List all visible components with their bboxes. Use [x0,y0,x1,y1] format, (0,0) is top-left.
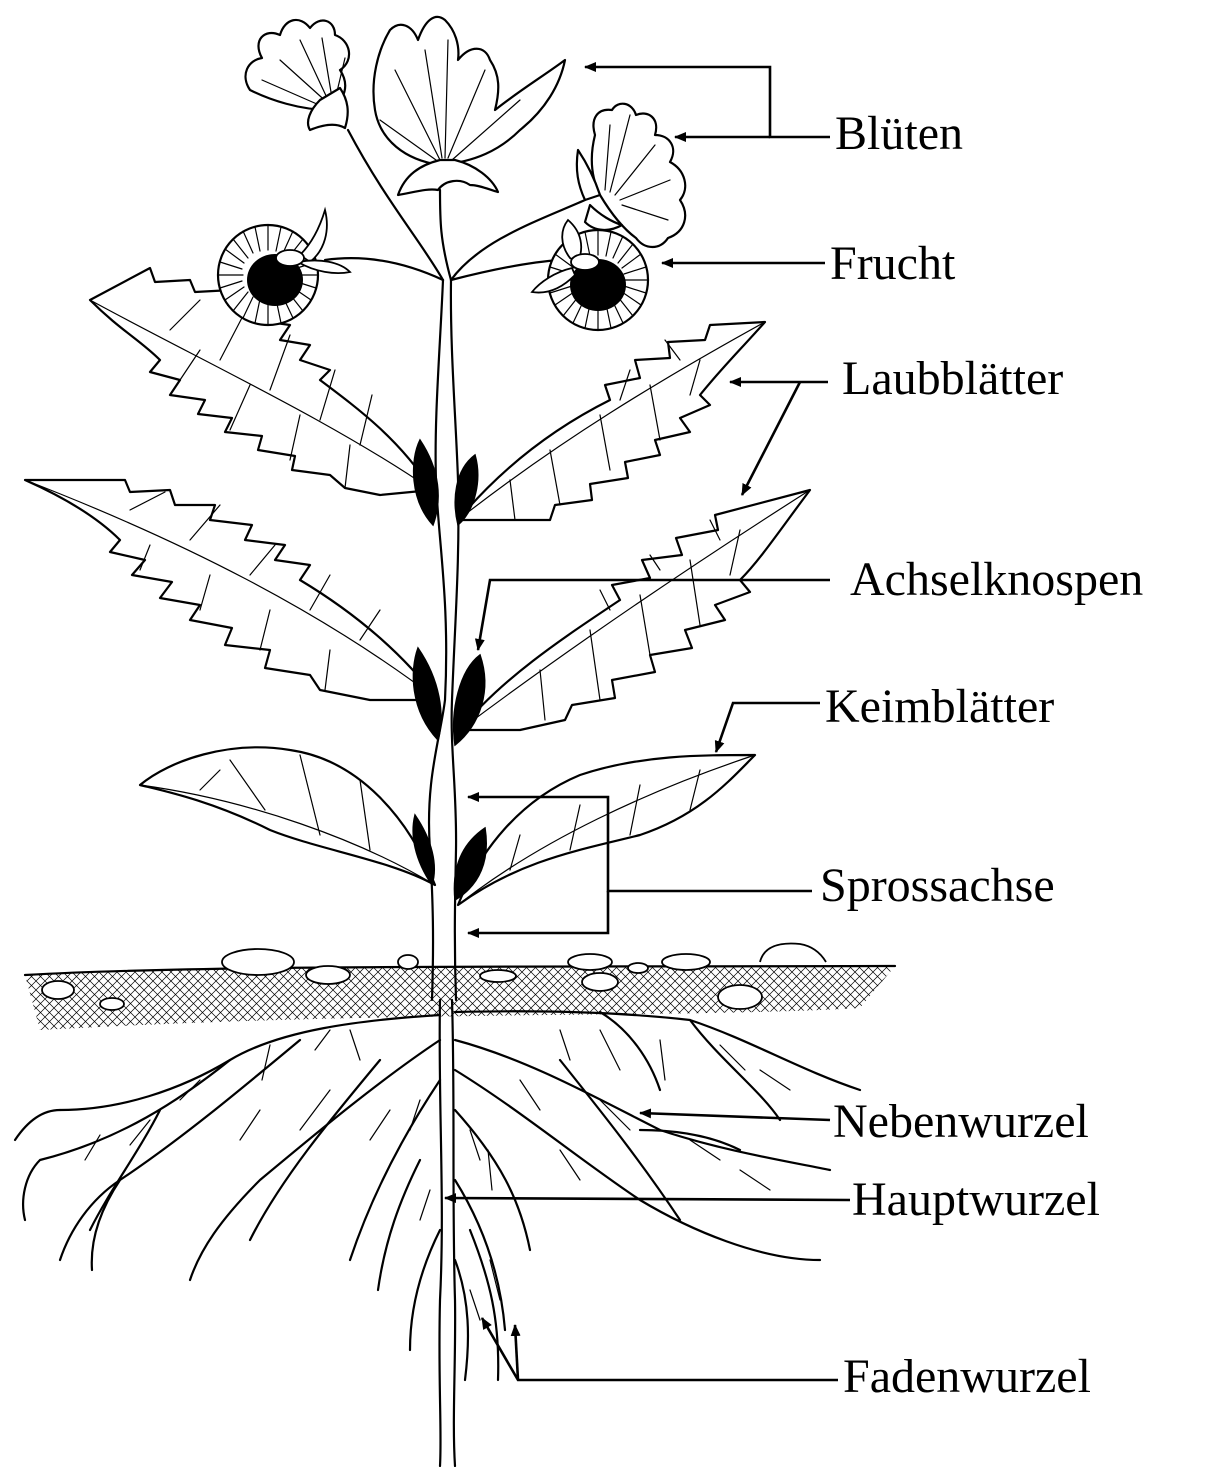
label-fibrous-root: Fadenwurzel [843,1353,1091,1401]
label-lateral-root: Nebenwurzel [833,1098,1089,1146]
foliage-leaves [25,268,810,905]
leader-fibrous-2 [515,1325,518,1380]
label-foliage-leaves: Laubblätter [842,355,1063,403]
label-flowers: Blüten [835,110,963,158]
soil-layer [25,944,895,1030]
leader-fibrous-1 [482,1318,838,1380]
leader-foliage-2 [742,382,800,495]
shoot-axis [325,130,585,1000]
leader-main-root [445,1198,850,1200]
label-main-root: Hauptwurzel [852,1176,1100,1224]
label-cotyledons: Keimblätter [825,683,1054,731]
leader-lateral-root [640,1113,830,1120]
leader-cotyledons [716,703,820,752]
label-fruit: Frucht [830,240,955,288]
label-shoot-axis: Sprossachse [820,862,1055,910]
flowers [246,17,686,247]
root-system [15,1000,860,1466]
fruits [218,210,648,330]
label-axillary-buds: Achselknospen [850,556,1143,604]
leader-shoot-bottom [468,891,608,933]
